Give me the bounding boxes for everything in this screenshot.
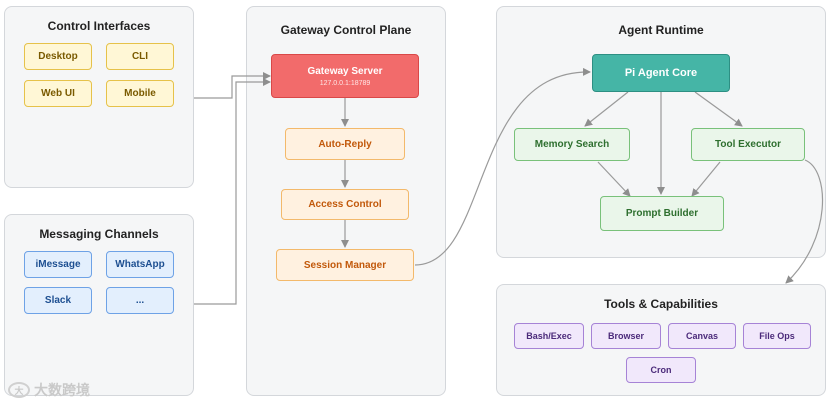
session-manager-node: Session Manager (276, 249, 414, 281)
whatsapp-node: WhatsApp (106, 251, 174, 278)
bash-exec-node: Bash/Exec (514, 323, 584, 349)
web-ui-node: Web UI (24, 80, 92, 107)
memory-search-node: Memory Search (514, 128, 630, 161)
agent-runtime-title: Agent Runtime (618, 23, 704, 37)
control-interfaces-title: Control Interfaces (47, 19, 151, 33)
access-control-node: Access Control (281, 189, 409, 220)
cron-node: Cron (626, 357, 696, 383)
auto-reply-node: Auto-Reply (285, 128, 405, 160)
gateway-server-label: Gateway Server (307, 65, 383, 77)
watermark-logo-icon: 大 (8, 382, 30, 398)
gateway-server-address: 127.0.0.1:18789 (319, 79, 371, 87)
watermark: 大 大数跨境 (8, 380, 90, 400)
mobile-node: Mobile (106, 80, 174, 107)
file-ops-node: File Ops (743, 323, 811, 349)
imessage-node: iMessage (24, 251, 92, 278)
gateway-server-node: Gateway Server 127.0.0.1:18789 (271, 54, 419, 98)
tools-capabilities-title: Tools & Capabilities (604, 297, 718, 311)
pi-agent-core-node: Pi Agent Core (592, 54, 730, 92)
tool-executor-node: Tool Executor (691, 128, 805, 161)
gateway-control-plane-title: Gateway Control Plane (280, 23, 412, 37)
prompt-builder-node: Prompt Builder (600, 196, 724, 231)
watermark-text: 大数跨境 (34, 382, 90, 398)
cli-node: CLI (106, 43, 174, 70)
more-channels-node: ... (106, 287, 174, 314)
canvas-node: Canvas (668, 323, 736, 349)
slack-node: Slack (24, 287, 92, 314)
messaging-channels-title: Messaging Channels (39, 227, 159, 241)
browser-node: Browser (591, 323, 661, 349)
desktop-node: Desktop (24, 43, 92, 70)
